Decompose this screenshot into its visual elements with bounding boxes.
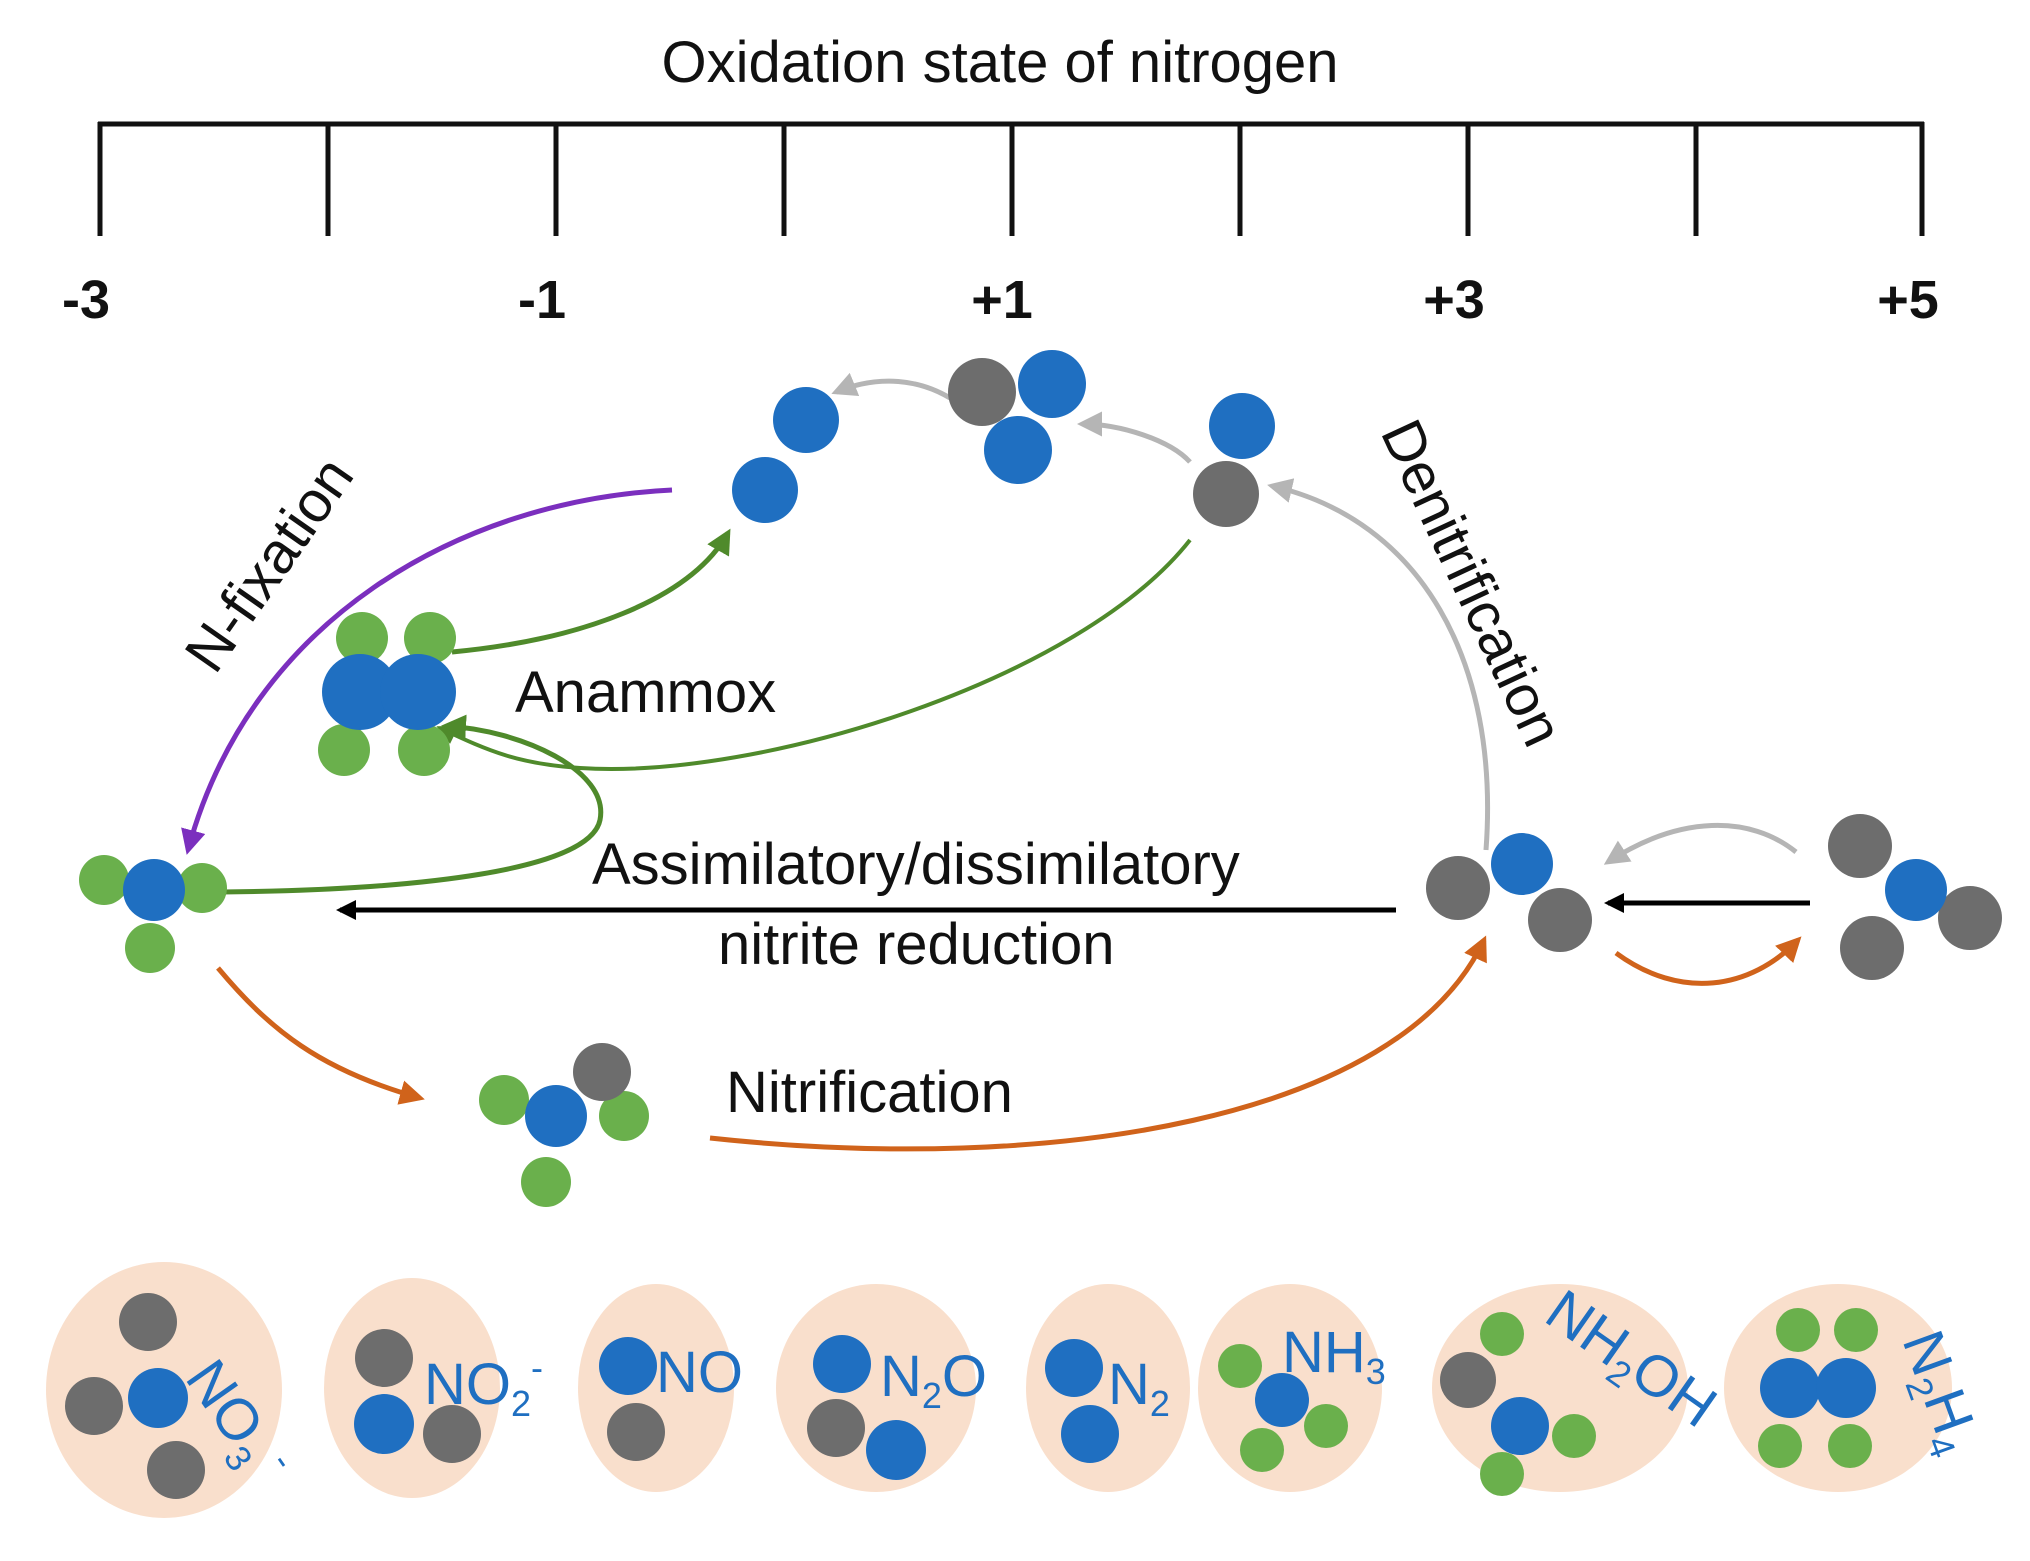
nitrite-to-nitrate-arrow	[1614, 936, 1802, 986]
key-nitrite: NO2-	[324, 1278, 543, 1498]
oxidation-axis	[97, 121, 1925, 236]
key-label-nitrite: NO2-	[424, 1347, 543, 1424]
key-label-dinitrogen: N2	[1108, 1352, 1170, 1424]
anammox-label: Anammox	[515, 660, 776, 725]
molecule-nitrate	[1828, 814, 2002, 980]
ammonia-to-hydrazine-arrow	[221, 714, 604, 895]
ammonia-to-hydroxylamine-arrow	[216, 966, 425, 1105]
denitrification-nitrite-to-no-arrow	[1267, 478, 1491, 851]
denitrification-no-to-n2o-arrow	[1077, 411, 1192, 464]
key-nitrous-oxide: N2O	[776, 1284, 987, 1492]
n-fixation-label: N-fixation	[172, 445, 366, 683]
key-hydrazine: N2H4	[1724, 1284, 1986, 1492]
tick-label-minus-1: -1	[518, 270, 566, 330]
nitrite-reduction-label-line-2: nitrite reduction	[718, 912, 1115, 977]
nitrification-arrow	[709, 935, 1487, 1152]
molecule-nitrous-oxide	[948, 350, 1086, 484]
anammox-arrow	[451, 528, 731, 655]
nitric-oxide-to-hydrazine-arrow	[436, 538, 1192, 771]
tick-label-plus-5: +5	[1877, 270, 1939, 330]
nitrification-label: Nitrification	[726, 1060, 1013, 1125]
denitrification-label: Denitrification	[1368, 410, 1575, 756]
key-label-ammonia: NH3	[1282, 1320, 1386, 1392]
key-label-nitric-oxide: NO	[656, 1340, 743, 1405]
nitrite-reduction-label-line-1: Assimilatory/dissimilatory	[592, 832, 1240, 897]
molecule-nitrite	[1426, 833, 1592, 952]
key-hydroxylamine: NH2OH	[1432, 1277, 1728, 1496]
molecule-dinitrogen	[732, 387, 839, 523]
molecule-ammonia	[79, 855, 227, 973]
key-ammonia: NH3	[1198, 1284, 1386, 1492]
key-nitric-oxide: NO	[578, 1284, 743, 1492]
axis-title: Oxidation state of nitrogen	[661, 30, 1338, 95]
denitrification-n2o-to-n2-arrow	[831, 372, 952, 401]
tick-label-plus-3: +3	[1423, 270, 1485, 330]
n-fixation-arrow	[181, 487, 673, 855]
key-nitrate: NO3-	[46, 1262, 304, 1518]
tick-label-minus-3: -3	[62, 270, 110, 330]
molecule-hydrazine	[318, 612, 456, 776]
molecule-hydroxylamine	[479, 1043, 649, 1207]
key-label-nitrous-oxide: N2O	[880, 1344, 987, 1416]
tick-label-plus-1: +1	[971, 270, 1033, 330]
molecule-nitric-oxide	[1193, 393, 1275, 527]
nitrate-to-nitrite-gray-arrow	[1603, 822, 1798, 865]
key-dinitrogen: N2	[1026, 1284, 1190, 1492]
